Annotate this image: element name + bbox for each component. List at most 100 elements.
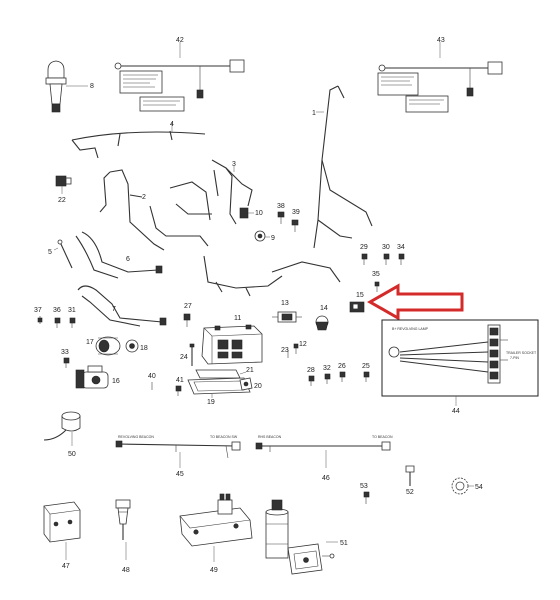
harness-46-left-label: RHS BEACON: [258, 435, 282, 439]
callout-35: 35: [372, 271, 380, 278]
callout-38: 38: [277, 203, 285, 210]
callout-5: 5: [48, 249, 52, 256]
callout-12: 12: [299, 341, 307, 348]
bolt-37-part: [37, 316, 43, 324]
harness-45-right-label: TO BEACON SW: [210, 435, 238, 439]
bolt-31-part: [69, 317, 76, 328]
clamp-13-part: [272, 311, 302, 323]
connector-15-part: [349, 301, 365, 313]
inset-revolving-lamp-label: B+ REVOLVING LAMP: [392, 327, 429, 331]
bolt-53-part: [363, 491, 370, 504]
bracket-20-part: [239, 377, 253, 391]
callout-24: 24: [180, 354, 188, 361]
harness-42-part: [114, 42, 245, 112]
callout-1: 1: [312, 110, 316, 117]
callout-33: 33: [61, 349, 69, 356]
callout-47: 47: [62, 563, 70, 570]
callout-22: 22: [58, 197, 66, 204]
callout-25: 25: [362, 363, 370, 370]
harness-2-part: [99, 169, 212, 251]
harness-46-part: [255, 441, 391, 468]
callout-15: 15: [356, 292, 364, 299]
alternator-17-part: [95, 336, 121, 356]
callout-18: 18: [140, 345, 148, 352]
harness-45-left-label: REVOLVING BEACON: [118, 435, 154, 439]
callout-30: 30: [382, 244, 390, 251]
callout-51: 51: [340, 540, 348, 547]
callout-2: 2: [142, 194, 146, 201]
harness-6-part: [75, 231, 163, 279]
bolt-25-part: [363, 371, 370, 382]
bolt-41-part: [175, 385, 182, 396]
callout-39: 39: [292, 209, 300, 216]
callout-17: 17: [86, 339, 94, 346]
bolt-52-part: [405, 465, 415, 486]
harness-45-part: [115, 440, 241, 468]
bolt-33-part: [63, 357, 70, 368]
connector-50-part: [43, 411, 81, 446]
bracket-49-part: [179, 493, 253, 562]
callout-32: 32: [323, 365, 331, 372]
callout-52: 52: [406, 489, 414, 496]
bolt-38-part: [277, 211, 285, 224]
harness-3-part: [211, 159, 253, 225]
callout-20: 20: [254, 383, 262, 390]
callout-19: 19: [207, 399, 215, 406]
pulley-18-part: [125, 339, 139, 353]
callout-54: 54: [475, 484, 483, 491]
harness-7-part: [77, 285, 167, 327]
bolt-26-part: [339, 371, 346, 382]
callout-27: 27: [184, 303, 192, 310]
washer-54-part: [451, 477, 474, 495]
bolt-35-part: [374, 281, 380, 292]
callout-46: 46: [322, 475, 330, 482]
callout-48: 48: [122, 567, 130, 574]
sensor-48-part: [115, 499, 131, 560]
callout-37: 37: [34, 307, 42, 314]
callout-7: 7: [112, 306, 116, 313]
callout-10: 10: [255, 210, 263, 217]
solenoid-51-part: [265, 499, 338, 575]
starter-motor-16-part: [75, 365, 109, 389]
relay-47-part: [43, 501, 81, 560]
callout-3: 3: [232, 161, 236, 168]
callout-29: 29: [360, 244, 368, 251]
bolt-12-part: [293, 343, 299, 354]
battery-11-part: [201, 324, 263, 365]
callout-44: 44: [452, 408, 460, 415]
bolt-30-part: [383, 253, 390, 265]
callout-31: 31: [68, 307, 76, 314]
callout-9: 9: [271, 235, 275, 242]
inset-trailer-socket-label: TRAILER SOCKET: [506, 351, 537, 355]
callout-28: 28: [307, 367, 315, 374]
callout-13: 13: [281, 300, 289, 307]
callout-4: 4: [170, 121, 174, 128]
bolt-29-part: [361, 253, 368, 265]
harness-46-right-label: TO BEACON: [372, 435, 393, 439]
bracket-10-part: [239, 207, 254, 219]
callout-43: 43: [437, 37, 445, 44]
callout-36: 36: [53, 307, 61, 314]
callout-40: 40: [148, 373, 156, 380]
bolt-39-part: [291, 219, 299, 232]
harness-middle-part: [203, 255, 341, 297]
callout-8: 8: [90, 83, 94, 90]
harness-43-part: [377, 42, 503, 113]
harness-1-part: [313, 85, 373, 249]
callout-23: 23: [281, 347, 289, 354]
harness-4-part: [71, 122, 206, 159]
callout-49: 49: [210, 567, 218, 574]
callout-26: 26: [338, 363, 346, 370]
connector-22-part: [55, 175, 72, 194]
beacon-lamp-part: [45, 60, 88, 113]
rod-24-part: [189, 343, 195, 366]
callout-53: 53: [360, 483, 368, 490]
callout-14: 14: [320, 305, 328, 312]
callout-34: 34: [397, 244, 405, 251]
callout-11: 11: [234, 315, 241, 322]
bolt-27-part: [183, 313, 191, 327]
plug-14-part: [315, 315, 329, 331]
callout-41: 41: [176, 377, 184, 384]
pin-5-part: [53, 239, 73, 269]
